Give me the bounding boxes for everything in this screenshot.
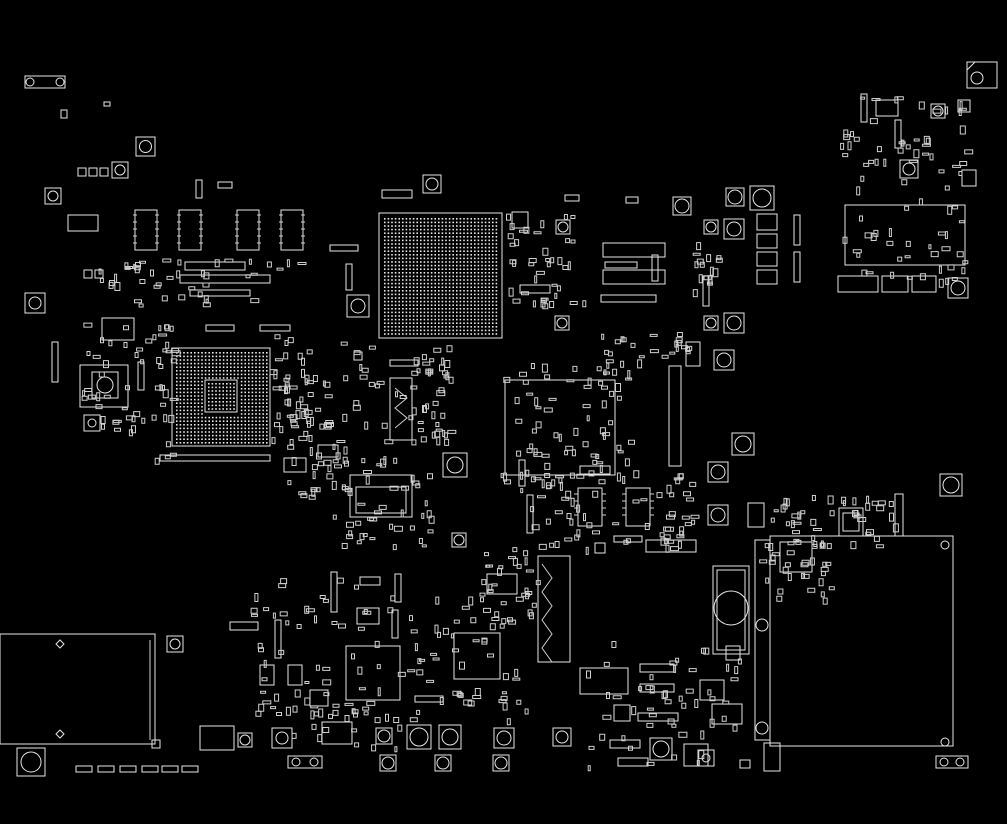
soic-chip-row bbox=[133, 180, 305, 296]
right-center-connectors bbox=[669, 186, 800, 527]
bga-ball-grid bbox=[176, 218, 498, 444]
lower-left-shield bbox=[0, 634, 198, 776]
right-module bbox=[700, 474, 968, 771]
center-component-cluster bbox=[505, 195, 696, 694]
bga-chip-upper bbox=[330, 175, 502, 338]
upper-left-parts bbox=[25, 76, 155, 382]
bga-chip-left bbox=[80, 318, 290, 461]
smd-passive-components bbox=[82, 97, 973, 771]
upper-right-cluster bbox=[838, 62, 997, 298]
lower-right-center-parts bbox=[610, 664, 750, 768]
